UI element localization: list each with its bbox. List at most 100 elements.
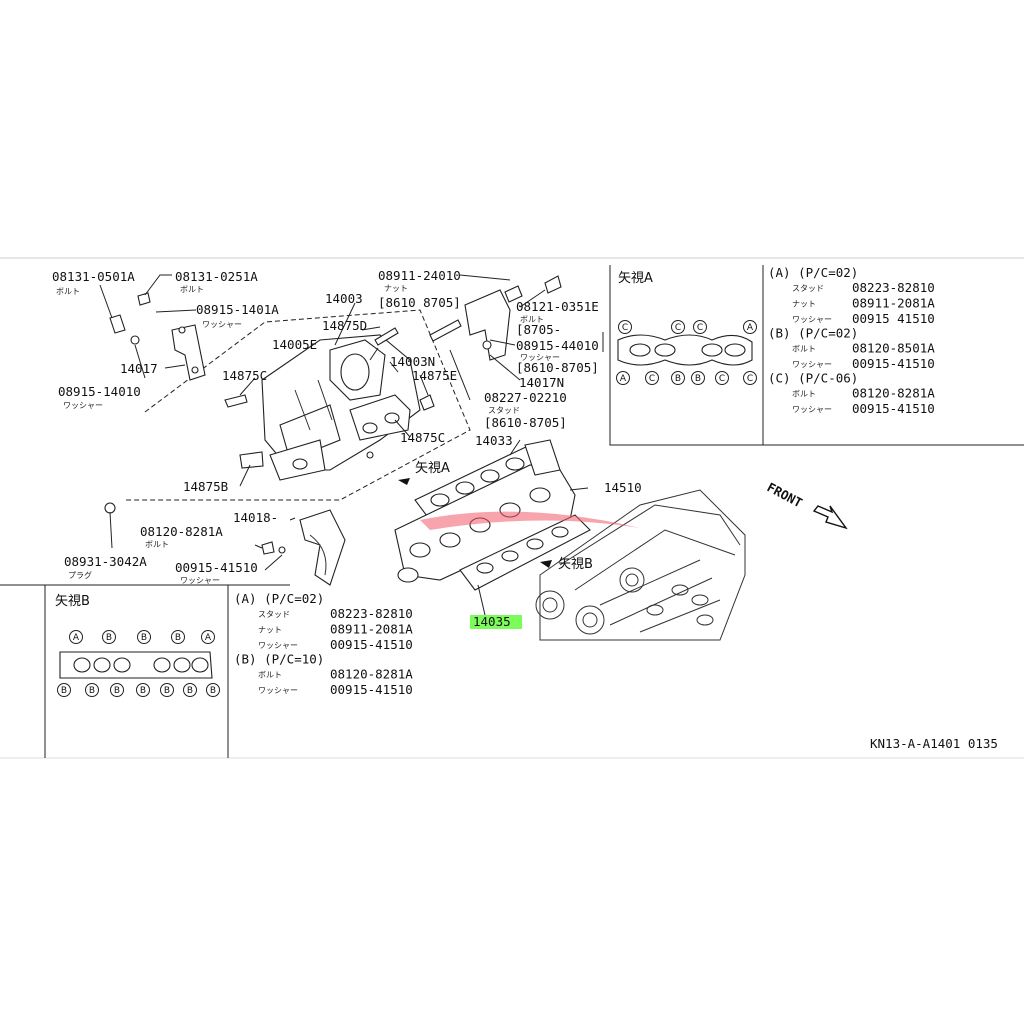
label-14875E: 14875E (412, 368, 457, 383)
label-08131-0251A-sub: ボルト (180, 285, 204, 294)
label-08227-02210: 08227-02210 (484, 390, 567, 405)
view-a-table-row-kana: ワッシャー (792, 405, 832, 414)
label-14017N: 14017N (519, 375, 564, 390)
label-08915-44010: 08915-44010 (516, 338, 599, 353)
view-a-top-marker-letter: C (675, 323, 681, 333)
view-a-table-row-part-number: 08120-8281A (852, 386, 935, 401)
view-a-table-row-kana: ワッシャー (792, 360, 832, 369)
gasket-14033-drawing (414, 444, 546, 521)
view-b-bottom-marker-letter: B (210, 686, 216, 696)
label-08120-8281A: 08120-8281A (140, 524, 223, 539)
label-08121-0351E: 08121-0351E (516, 299, 599, 314)
view-a-title: 矢視A (618, 271, 653, 286)
view-a-top-marker-1: C (671, 320, 685, 334)
label-00915-41510: 00915-41510 (175, 560, 258, 575)
label-14033: 14033 (475, 433, 513, 448)
highlight-14035 (470, 615, 522, 629)
watermark-swoosh (420, 511, 640, 530)
label-08915-44010-sub: ワッシャー (520, 353, 560, 362)
label-08915-1401A-sub: ワッシャー (202, 320, 242, 329)
view-b-table-row-part-number: 08911-2081A (330, 622, 413, 637)
label-8705: [8705- (516, 322, 561, 337)
bracket-14017n-drawing (464, 275, 562, 361)
label-8610-8705-b: [8610-8705] (516, 360, 599, 375)
label-14003: 14003 (325, 291, 363, 306)
leader-lines (99, 274, 604, 616)
label-14875C-b: 14875C (400, 430, 445, 445)
view-a-table-group-head-0: (A) (P/C=02) (768, 265, 858, 280)
view-a-table-row-part-number: 08120-8501A (852, 341, 935, 356)
view-b-table-row-part-number: 00915-41510 (330, 682, 413, 697)
view-b-bottom-marker-0: B (57, 683, 71, 697)
view-a-table-row-kana: ボルト (792, 390, 816, 399)
view-b-bottom-marker-letter: B (164, 686, 170, 696)
stud-parts (104, 319, 462, 555)
view-a-bottom-marker-letter: C (747, 374, 753, 384)
label-08915-14010: 08915-14010 (58, 384, 141, 399)
view-b-title: 矢視B (55, 594, 90, 609)
label-14875C-a: 14875C (222, 368, 267, 383)
gasket-14035-drawing (459, 514, 591, 591)
label-08911-24010-sub: ナット (384, 284, 408, 293)
view-a-top-marker-letter: C (697, 323, 703, 333)
label-08120-8281A-sub: ボルト (145, 540, 169, 549)
view-a-top-marker-letter: A (747, 323, 754, 333)
label-14003N: 14003N (390, 354, 435, 369)
view-a-table-row-kana: ワッシャー (792, 315, 832, 324)
view-b-table-row-kana: ボルト (258, 671, 282, 680)
view-b-top-marker-1: B (102, 630, 116, 644)
view-a-top-marker-2: C (693, 320, 707, 334)
label-14018: 14018- (233, 510, 278, 525)
label-14017: 14017 (120, 361, 158, 376)
view-b-top-marker-3: B (171, 630, 185, 644)
view-b-bottom-marker-letter: B (89, 686, 95, 696)
view-b-table-row-part-number: 08223-82810 (330, 606, 413, 621)
view-a-bottom-marker-4: C (715, 371, 729, 385)
view-b-top-marker-0: A (69, 630, 83, 644)
view-b-table-row-kana: ワッシャー (258, 686, 298, 695)
label-8610-8705-c: [8610-8705] (484, 415, 567, 430)
view-b-bottom-marker-5: B (183, 683, 197, 697)
view-a-table-row-part-number: 00915-41510 (852, 356, 935, 371)
label-14875D: 14875D (322, 318, 367, 333)
view-a-bottom-marker-2: B (671, 371, 685, 385)
view-a-table-row-part-number: 08911-2081A (852, 296, 935, 311)
view-b-gasket-drawing (59, 651, 213, 679)
label-08131-0501A-sub: ボルト (56, 287, 80, 296)
view-b-table-row-kana: スタッド (258, 610, 290, 619)
view-a-arrow-icon (398, 478, 410, 485)
view-a-table-row-kana: スタッド (792, 284, 824, 293)
view-a-table-row-part-number: 00915-41510 (852, 401, 935, 416)
view-b-bottom-marker-letter: B (187, 686, 193, 696)
view-a-top-marker-0: C (618, 320, 632, 334)
view-b-top-marker-2: B (137, 630, 151, 644)
front-label: FRONT (765, 479, 805, 510)
bracket-14018-drawing (299, 509, 346, 586)
view-a-bottom-marker-letter: C (649, 374, 655, 384)
view-a-bottom-marker-letter: B (695, 374, 701, 384)
view-b-bottom-marker-letter: B (140, 686, 146, 696)
view-a-top-marker-3: A (743, 320, 757, 334)
view-a-bottom-marker-3: B (691, 371, 705, 385)
view-b-table-row-kana: ワッシャー (258, 641, 298, 650)
view-b-bottom-marker-6: B (206, 683, 220, 697)
cylinder-head-drawing (535, 489, 746, 641)
view-b-bottom-marker-1: B (85, 683, 99, 697)
view-b-bottom-marker-letter: B (61, 686, 67, 696)
view-b-bottom-marker-2: B (110, 683, 124, 697)
view-b-top-marker-letter: A (73, 633, 80, 643)
view-b-table-row-part-number: 00915-41510 (330, 637, 413, 652)
view-a-table-row-kana: ボルト (792, 345, 816, 354)
view-b-top-marker-letter: A (205, 633, 212, 643)
label-view-b-arrow: 矢視B (558, 557, 593, 572)
label-8610-8705-a: [8610 8705] (378, 295, 461, 310)
view-b-top-marker-4: A (201, 630, 215, 644)
view-b-table-group-head-0: (A) (P/C=02) (234, 591, 324, 606)
bracket-14017-drawing (109, 292, 206, 381)
view-b-bottom-marker-letter: B (114, 686, 120, 696)
label-14035: 14035 (473, 614, 511, 629)
view-b-top-marker-letter: B (141, 633, 147, 643)
view-b-table-group-head-1: (B) (P/C=10) (234, 652, 324, 667)
view-b-table-row-part-number: 08120-8281A (330, 667, 413, 682)
front-arrow: FRONT (765, 479, 848, 530)
